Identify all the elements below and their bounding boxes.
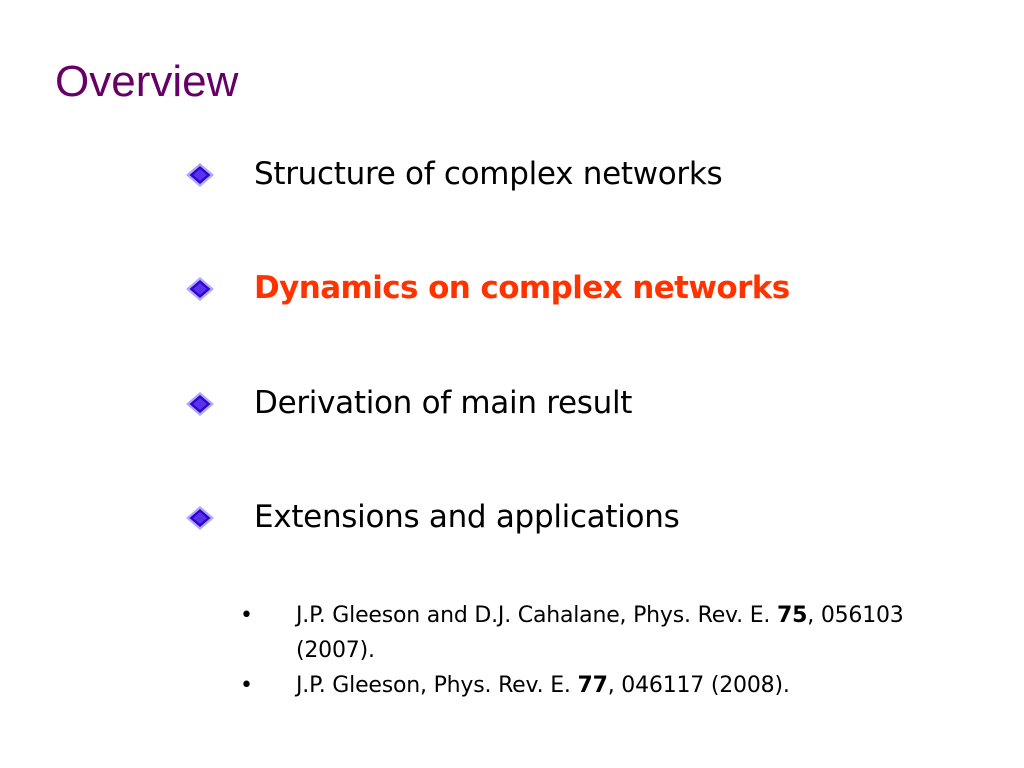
reference-bullet: • <box>240 673 253 698</box>
reference-bullet: • <box>240 603 253 628</box>
reference-volume: 77 <box>577 673 608 698</box>
reference-item: • J.P. Gleeson, Phys. Rev. E. 77, 046117… <box>234 668 954 703</box>
diamond-bullet-icon <box>186 392 214 416</box>
outline-item-text: Extensions and applications <box>254 499 680 535</box>
outline-item-text: Derivation of main result <box>254 385 633 421</box>
outline-item-text: Structure of complex networks <box>254 156 723 192</box>
reference-list: • J.P. Gleeson and D.J. Cahalane, Phys. … <box>234 598 954 703</box>
reference-volume: 75 <box>777 603 808 628</box>
reference-text-end: , 056103 (2007). <box>296 603 904 663</box>
diamond-bullet-icon <box>186 506 214 530</box>
reference-text: J.P. Gleeson and D.J. Cahalane, Phys. Re… <box>296 603 778 628</box>
diamond-bullet-icon <box>186 277 214 301</box>
reference-item: • J.P. Gleeson and D.J. Cahalane, Phys. … <box>234 598 954 668</box>
slide-title: Overview <box>55 57 239 106</box>
reference-text-end: , 046117 (2008). <box>607 673 790 698</box>
diamond-bullet-icon <box>186 163 214 187</box>
outline-item-text: Dynamics on complex networks <box>254 270 790 306</box>
reference-text: J.P. Gleeson, Phys. Rev. E. <box>296 673 578 698</box>
